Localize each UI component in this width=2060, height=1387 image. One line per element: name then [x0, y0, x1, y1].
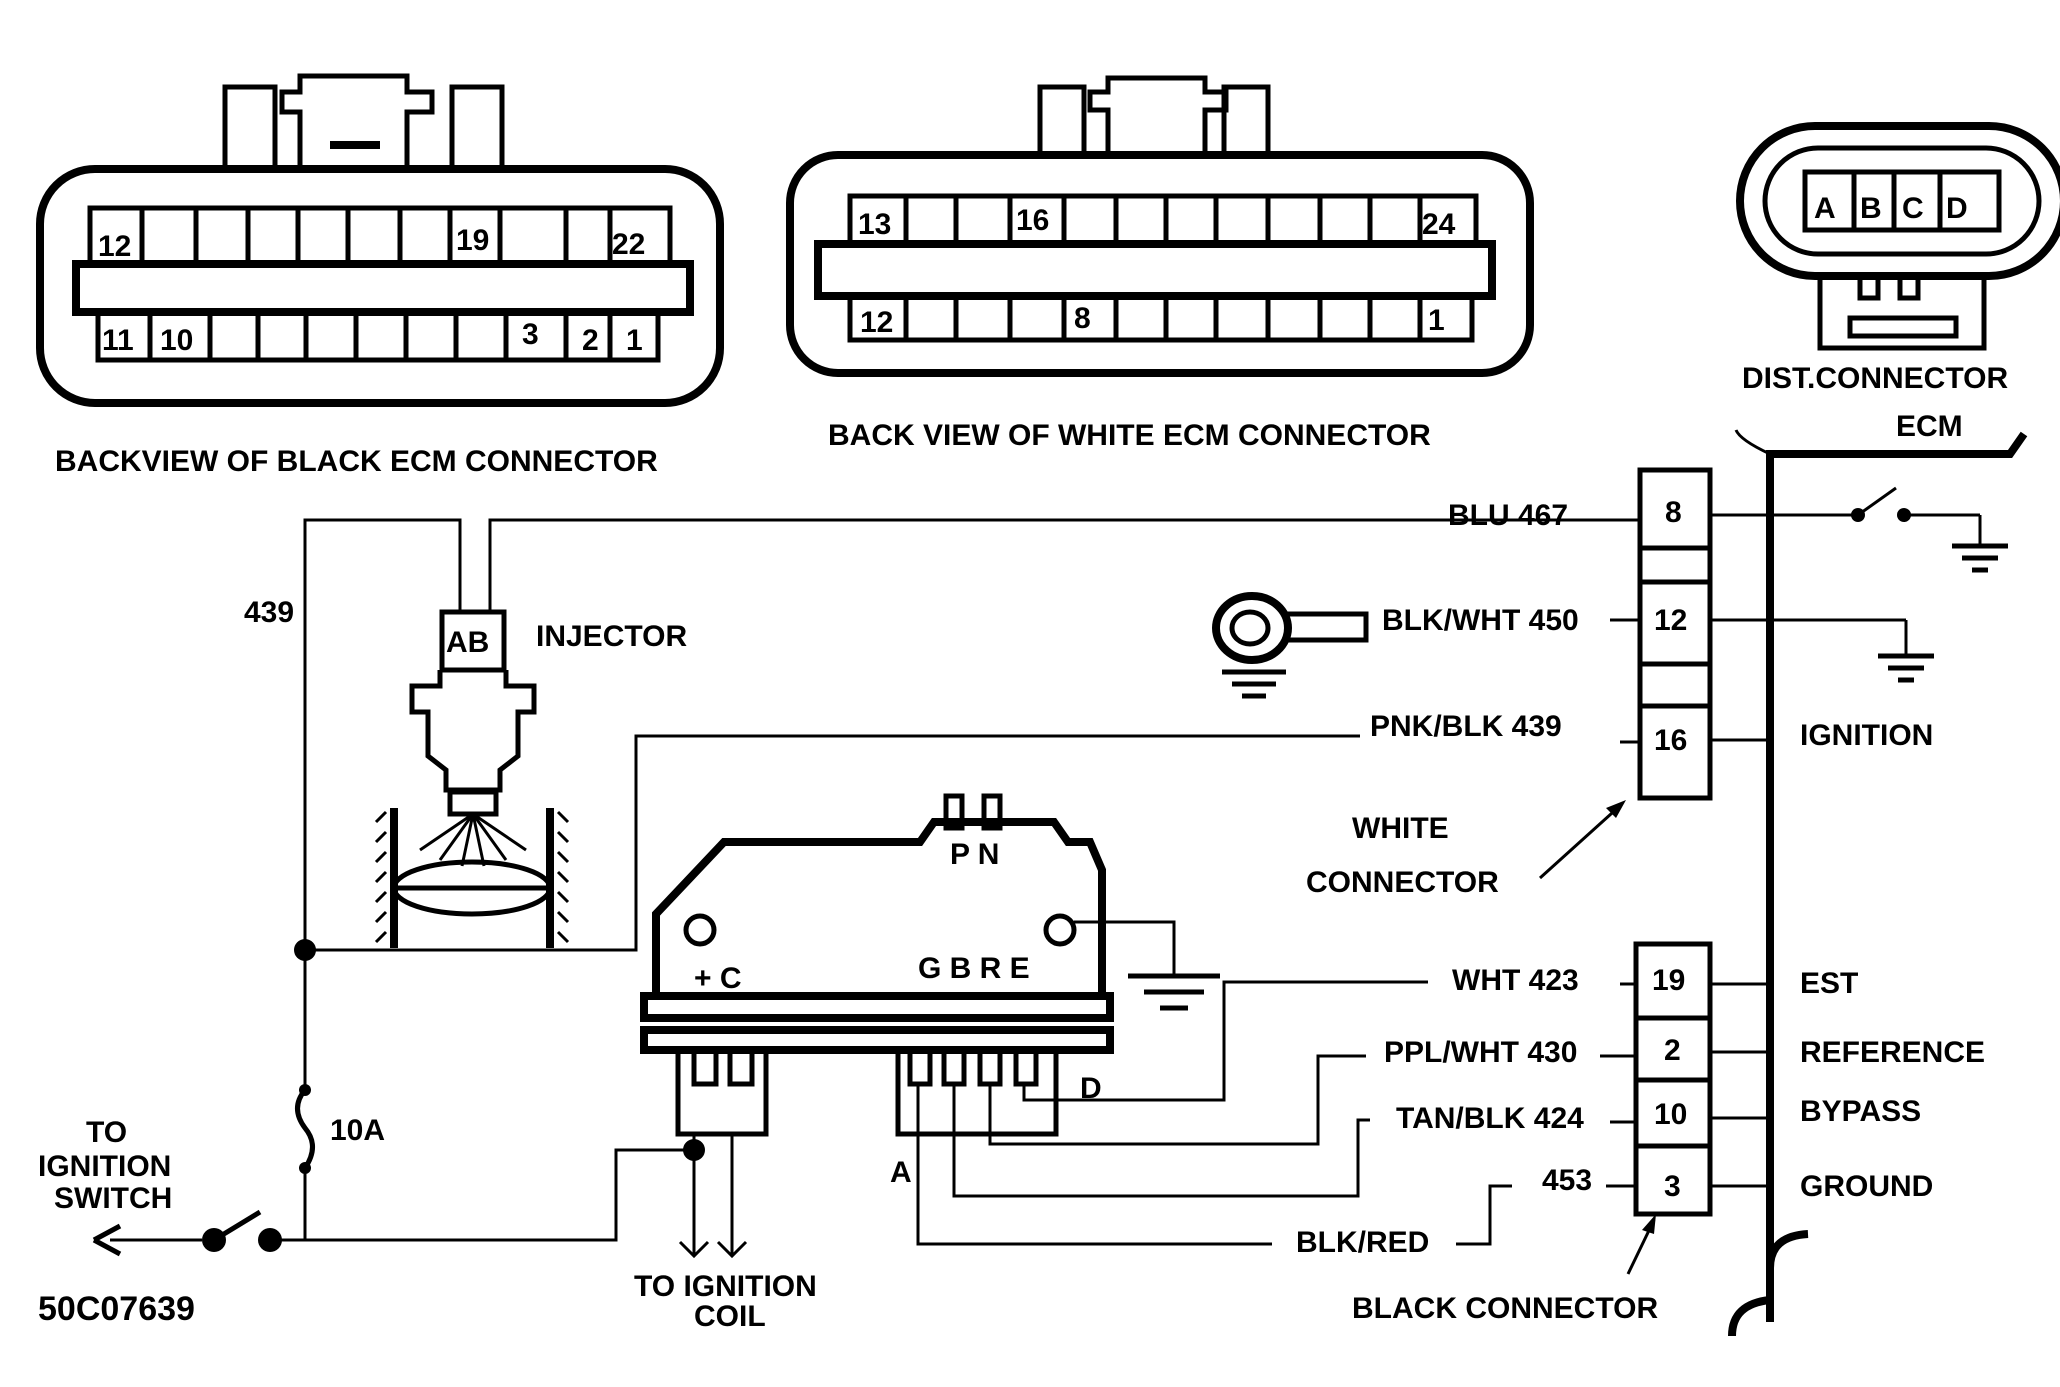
dist-connector-title: DIST.CONNECTOR: [1742, 362, 2008, 395]
module-pin-a: A: [890, 1156, 912, 1189]
ecm-ground-symbol-2: [1878, 653, 1934, 683]
module-right-pins: G B R E: [918, 952, 1030, 985]
ignition-module: P N + C G B R E A D TO IGNITION COIL: [634, 793, 1220, 1333]
wire-label-453: 453: [1542, 1164, 1592, 1197]
ecm-black-pin-3: 3: [1664, 1170, 1681, 1203]
wire-label-wht-423: WHT 423: [1452, 964, 1579, 997]
wiring: BLU 467 439 BLK/WHT 450 PNK/BLK 439 WHT …: [244, 499, 1640, 1259]
black-connector-label: BLACK CONNECTOR: [1352, 1292, 1658, 1325]
white-connector-bottom-cavities: [847, 293, 1475, 343]
ring-terminal-ground: [1212, 592, 1369, 699]
dist-pin-b: B: [1860, 192, 1882, 225]
injector-spray: [419, 812, 527, 867]
distributor-connector: A B C D DIST.CONNECTOR: [1736, 122, 2060, 395]
dist-pin-d: D: [1946, 192, 1968, 225]
wire-label-ppl-wht-430: PPL/WHT 430: [1384, 1036, 1577, 1069]
ecm-function-reference: REFERENCE: [1800, 1036, 1985, 1069]
white-connector-label-line2: CONNECTOR: [1306, 866, 1499, 899]
fuse-label: 10A: [330, 1114, 385, 1147]
ecm-black-pin-19: 19: [1652, 964, 1685, 997]
module-pin-d: D: [1080, 1072, 1102, 1105]
dist-pin-c: C: [1902, 192, 1924, 225]
wire-label-blk-red: BLK/RED: [1296, 1226, 1429, 1259]
black-bottom-pin-10: 10: [160, 324, 193, 357]
ecm-black-pin-10: 10: [1654, 1098, 1687, 1131]
black-connector-bottom-cavities: [95, 309, 661, 363]
black-bottom-pin-1: 1: [626, 324, 643, 357]
injector-pins: AB: [446, 626, 489, 659]
module-left-pins: + C: [694, 962, 742, 995]
white-top-pin-13: 13: [858, 208, 891, 241]
ecm-function-bypass: BYPASS: [1800, 1095, 1921, 1128]
injector-label: INJECTOR: [536, 620, 687, 653]
black-bottom-pin-11: 11: [102, 324, 134, 357]
module-ground-symbol: [1128, 973, 1220, 1011]
ecm-function-est: EST: [1800, 967, 1858, 1000]
ecm-function-ground: GROUND: [1800, 1170, 1933, 1203]
white-ecm-connector: 13 16 24 12 8 1 BACK VIEW OF WHITE ECM C…: [786, 75, 1534, 452]
white-connector-label-line1: WHITE: [1352, 812, 1449, 845]
ecm: ECM 8 12 16 19 2 10 3: [1306, 410, 2028, 1337]
ecm-white-pin-8: 8: [1665, 496, 1682, 529]
white-connector-title: BACK VIEW OF WHITE ECM CONNECTOR: [828, 419, 1431, 452]
power-feed: 10A TO IGNITION SWITCH: [38, 939, 705, 1257]
black-top-pin-19: 19: [456, 224, 489, 257]
ignition-coil-label-2: COIL: [694, 1300, 766, 1333]
ecm-black-pin-2: 2: [1664, 1034, 1681, 1067]
black-connector-title: BACKVIEW OF BLACK ECM CONNECTOR: [55, 445, 658, 478]
wire-label-439: 439: [244, 596, 294, 629]
white-connector-top-cavities: [847, 193, 1479, 247]
black-connector-arrow: [1626, 1214, 1656, 1275]
ecm-white-pin-16: 16: [1654, 724, 1687, 757]
ecm-ground-symbol-1: [1952, 543, 2008, 573]
dist-pin-a: A: [1814, 192, 1836, 225]
black-top-pin-12: 12: [98, 230, 131, 263]
white-bottom-pin-12: 12: [860, 306, 893, 339]
ecm-white-pin-12: 12: [1654, 604, 1687, 637]
figure-code: 50C07639: [38, 1290, 195, 1328]
white-top-pin-16: 16: [1016, 204, 1049, 237]
wire-label-tan-blk-424: TAN/BLK 424: [1396, 1102, 1584, 1135]
ignition-switch-symbol: [92, 1209, 282, 1257]
fuse-symbol: [295, 1084, 315, 1174]
injector: AB INJECTOR: [374, 609, 687, 948]
black-bottom-pin-3: 3: [522, 318, 539, 351]
ignition-coil-label-1: TO IGNITION: [634, 1270, 817, 1303]
ecm-function-ignition: IGNITION: [1800, 719, 1933, 752]
module-top-pins: P N: [950, 838, 999, 871]
ecm-label: ECM: [1896, 410, 1963, 443]
black-ecm-connector: 12 19 22 11 10 3 2 1 BACKVIEW OF BLACK E…: [36, 73, 724, 478]
black-connector-top-cavities: [87, 205, 673, 267]
throttle-body: [374, 808, 570, 948]
black-top-pin-22: 22: [612, 228, 645, 261]
white-top-pin-24: 24: [1422, 208, 1456, 241]
white-bottom-pin-8: 8: [1074, 302, 1091, 335]
ignition-switch-label-1: TO: [86, 1116, 127, 1149]
ignition-switch-label-2: IGNITION: [38, 1150, 171, 1183]
ignition-switch-label-3: SWITCH: [54, 1182, 172, 1215]
ecm-white-connector: 8 12 16: [1637, 467, 1713, 801]
ecm-black-connector: 19 2 10 3: [1633, 941, 1713, 1217]
black-bottom-pin-2: 2: [582, 324, 599, 357]
wire-label-blu-467: BLU 467: [1448, 499, 1568, 532]
white-bottom-pin-1: 1: [1428, 304, 1445, 337]
wire-label-blk-wht-450: BLK/WHT 450: [1382, 604, 1579, 637]
wire-label-pnk-blk-439: PNK/BLK 439: [1370, 710, 1562, 743]
white-connector-arrow: [1538, 800, 1626, 880]
ecm-internal-switch: [1770, 486, 1982, 546]
